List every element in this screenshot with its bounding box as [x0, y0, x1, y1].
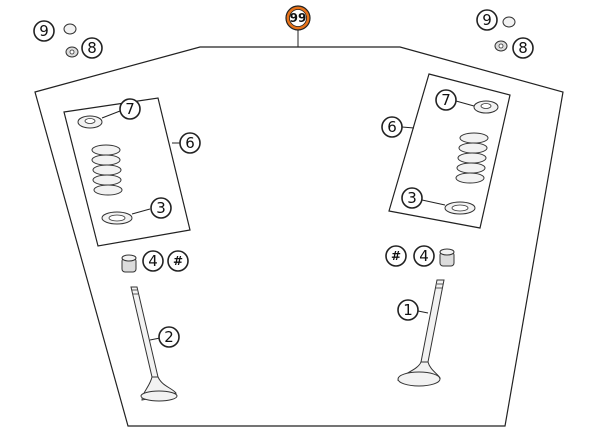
callout-right-6[interactable]: 6 [381, 116, 403, 138]
right-3-leader [421, 199, 446, 206]
right-valve-seal-part [439, 248, 455, 267]
callout-left-3-label: 3 [156, 199, 166, 217]
callout-left-7-label: 7 [125, 100, 135, 118]
callout-right-9[interactable]: 9 [476, 9, 498, 31]
right-spring-kit-frame [388, 73, 511, 229]
callout-left-hash-label: # [173, 254, 183, 268]
callout-right-4[interactable]: 4 [413, 245, 435, 267]
callout-left-3[interactable]: 3 [150, 197, 172, 219]
callout-right-hash-label: # [391, 249, 401, 263]
callout-right-4-label: 4 [419, 247, 429, 265]
right-6-leader [401, 126, 415, 129]
callout-left-8-label: 8 [87, 39, 97, 57]
callout-left-4-label: 4 [148, 252, 158, 270]
left-spring-seat-part [101, 211, 133, 225]
callout-left-4[interactable]: 4 [142, 250, 164, 272]
right-spring-part [455, 132, 489, 184]
callout-right-hash[interactable]: # [385, 245, 407, 267]
left-nut-part [65, 46, 79, 58]
assembly-number: 99 [290, 11, 307, 25]
left-spring-part [91, 144, 123, 196]
right-valve-part [397, 279, 445, 387]
left-3-leader [131, 208, 151, 215]
right-spring-seat-part [444, 201, 476, 215]
callout-left-hash[interactable]: # [167, 250, 189, 272]
callout-left-2-label: 2 [164, 328, 174, 346]
callout-right-1[interactable]: 1 [397, 299, 419, 321]
assembly-outline [34, 46, 564, 427]
left-7-leader [101, 110, 121, 119]
callout-left-8[interactable]: 8 [81, 37, 103, 59]
assembly-badge[interactable]: 99 [285, 5, 311, 31]
left-valve-seal-part [121, 254, 137, 273]
callout-right-8-label: 8 [518, 39, 528, 57]
callout-left-6[interactable]: 6 [179, 132, 201, 154]
callout-right-7-label: 7 [441, 91, 451, 109]
callout-right-8[interactable]: 8 [512, 37, 534, 59]
callout-left-2[interactable]: 2 [158, 326, 180, 348]
callout-right-1-label: 1 [403, 301, 413, 319]
callout-left-7[interactable]: 7 [119, 98, 141, 120]
right-keeper-part [502, 16, 516, 28]
callout-right-3-label: 3 [407, 189, 417, 207]
callout-left-9-label: 9 [39, 22, 49, 40]
callout-right-7[interactable]: 7 [435, 89, 457, 111]
left-spring-retainer-part [77, 115, 103, 129]
callout-left-9[interactable]: 9 [33, 20, 55, 42]
left-valve-part [130, 286, 178, 402]
callout-right-6-label: 6 [387, 118, 397, 136]
callout-right-9-label: 9 [482, 11, 492, 29]
right-spring-retainer-part [473, 100, 499, 114]
callout-left-6-label: 6 [185, 134, 195, 152]
right-1-leader [417, 310, 429, 314]
left-keeper-part [63, 23, 77, 35]
callout-right-3[interactable]: 3 [401, 187, 423, 209]
right-nut-part [494, 40, 508, 52]
right-7-leader [455, 100, 475, 107]
